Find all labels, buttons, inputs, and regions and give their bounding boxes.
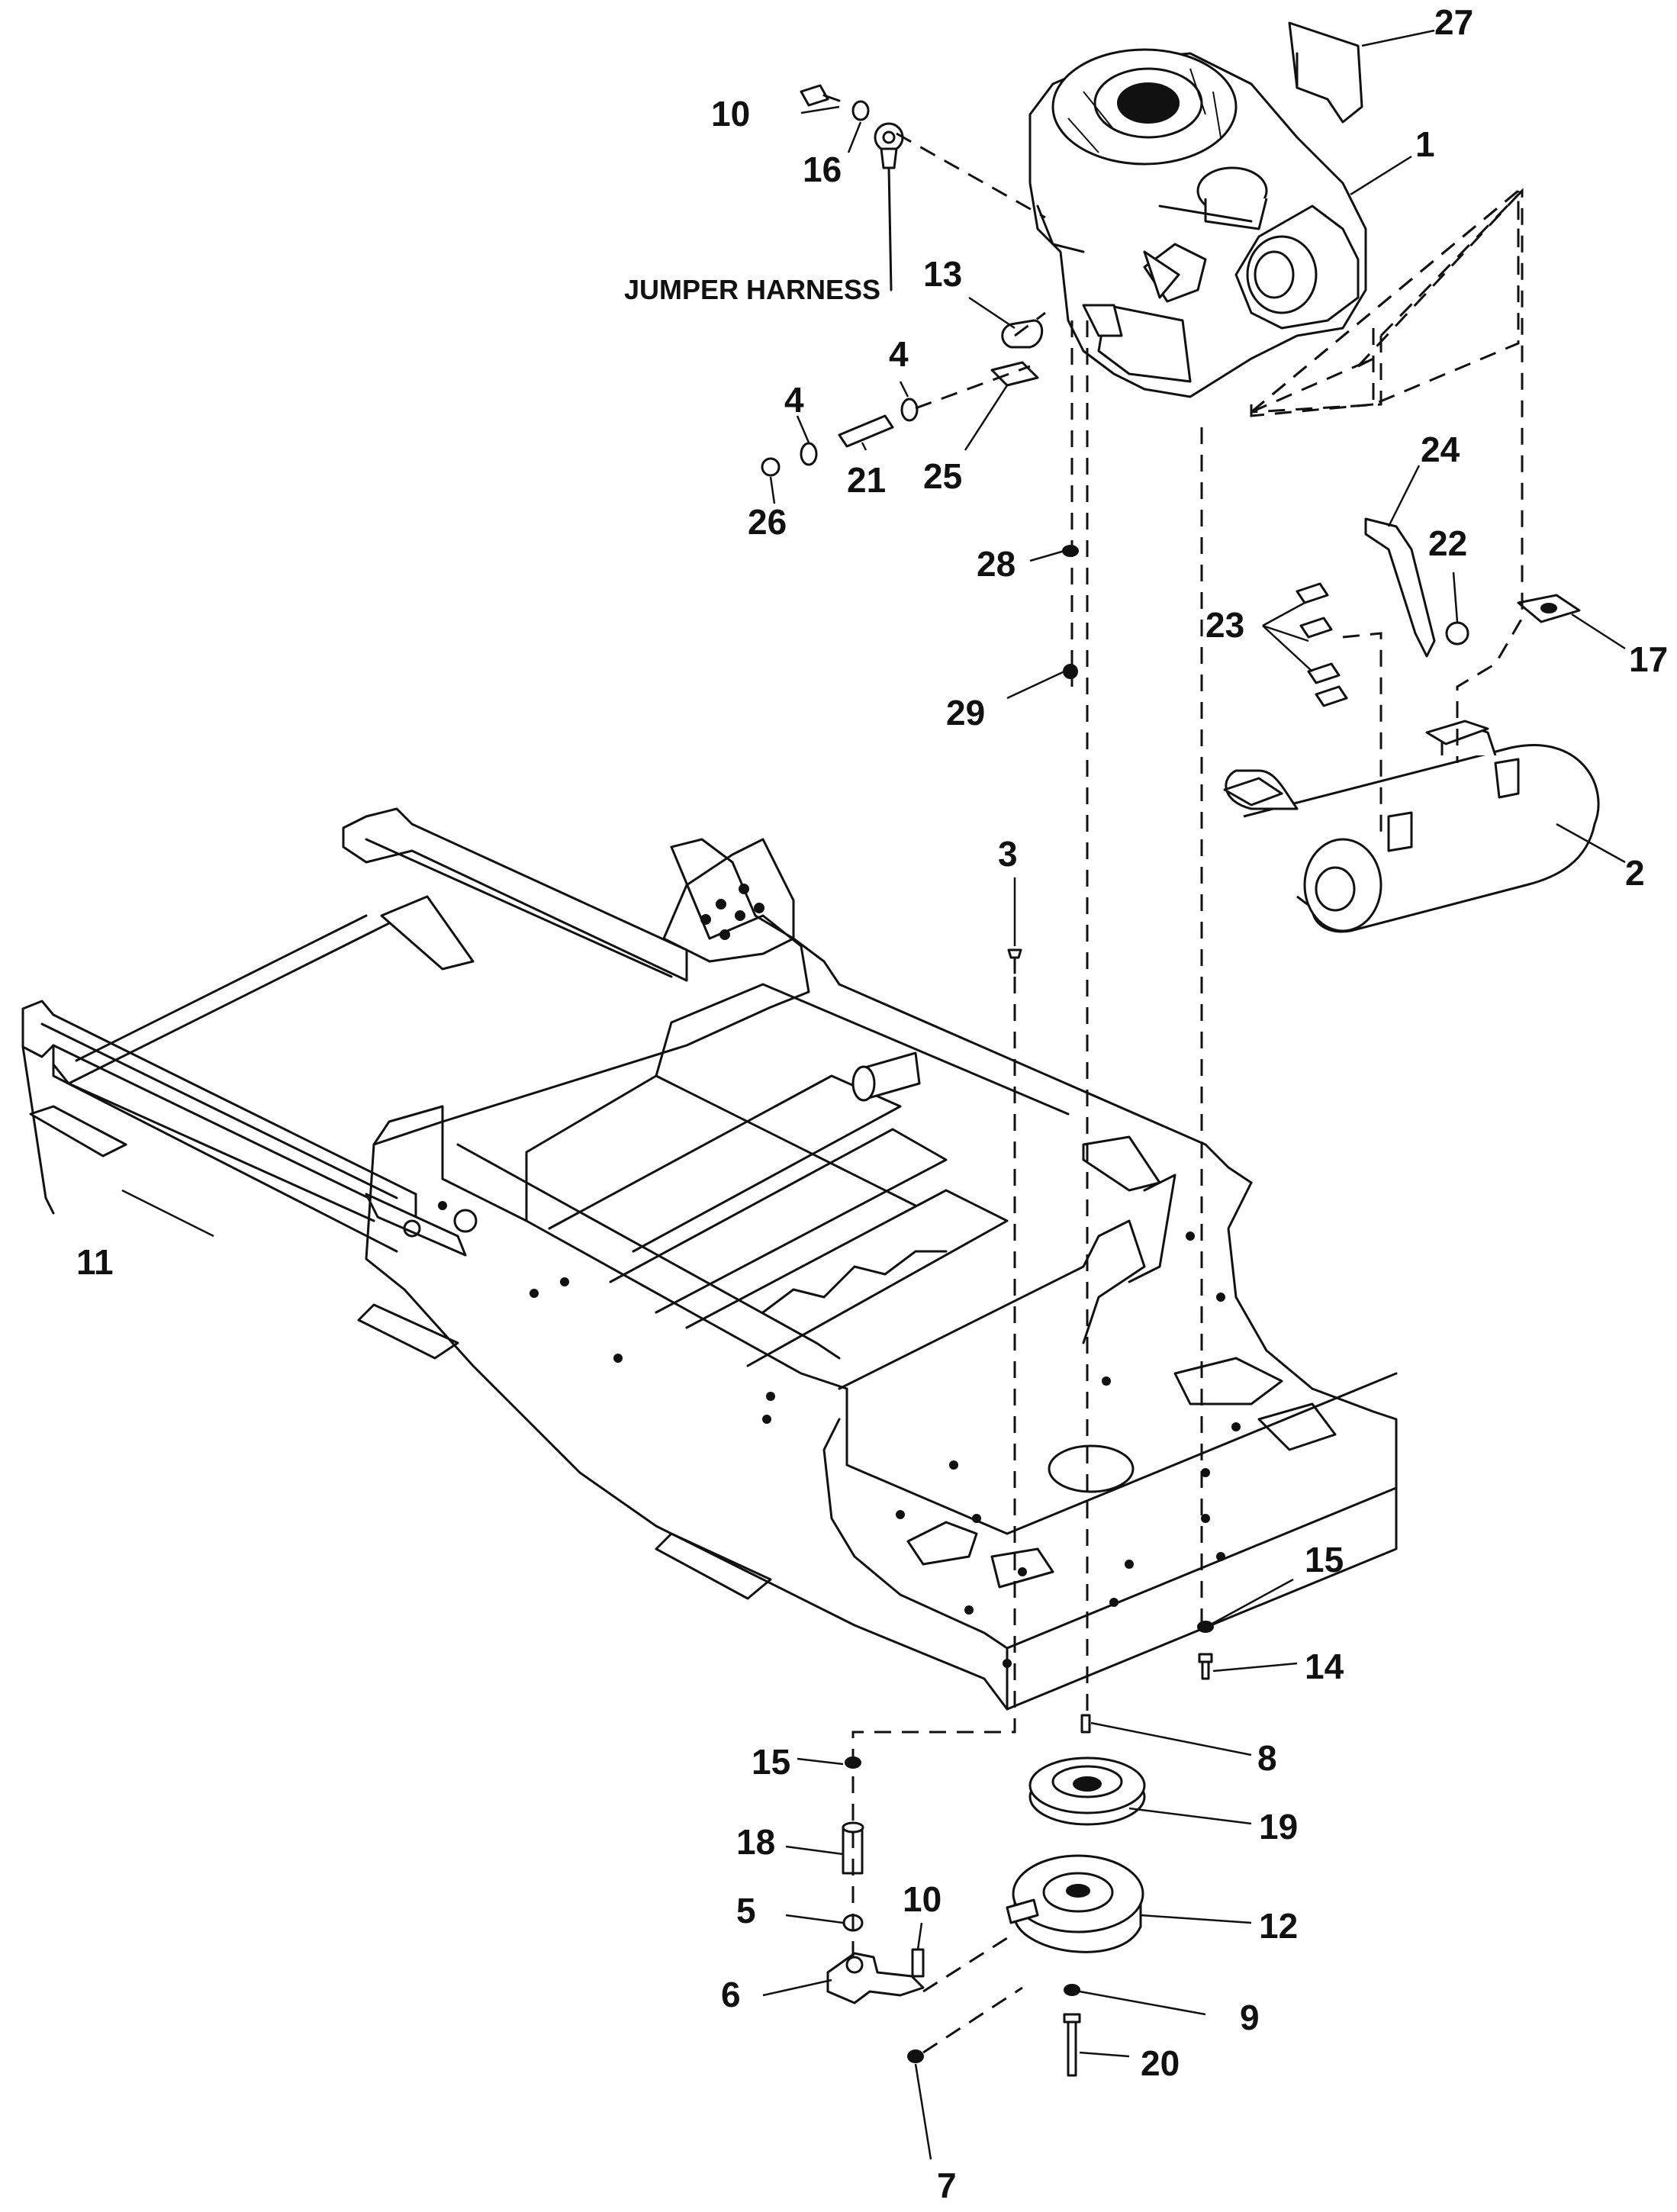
callout-22: 22 [1428, 523, 1467, 563]
callout-28: 28 [977, 544, 1016, 584]
callout-15b: 15 [752, 1742, 790, 1782]
callout-16: 16 [803, 150, 842, 189]
bolt-20 [1063, 2013, 1081, 2077]
washer-15-right [1197, 1621, 1214, 1633]
callout-3: 3 [998, 834, 1018, 874]
washer-4a [800, 442, 818, 466]
engine [1028, 48, 1367, 398]
callout-27: 27 [1434, 2, 1473, 42]
callout-8: 8 [1257, 1738, 1277, 1778]
callout-10b: 10 [903, 1879, 942, 1919]
callout-13: 13 [923, 254, 962, 294]
callout-23: 23 [1205, 605, 1244, 645]
bolt-14 [1198, 1653, 1213, 1680]
gasket-17 [1517, 594, 1581, 623]
mower-frame [21, 807, 1398, 1711]
bolts-23 [1296, 582, 1348, 707]
jumper-harness-label: JUMPER HARNESS [624, 274, 880, 305]
assembly-lines [851, 132, 1524, 2054]
callout-12: 12 [1259, 1906, 1298, 1946]
callout-5: 5 [736, 1891, 756, 1930]
muffler [1223, 720, 1600, 933]
bracket-24 [1364, 517, 1436, 658]
leader-lines [121, 29, 1626, 2160]
washer-9 [1064, 1984, 1080, 1996]
clutch-12 [1006, 1854, 1144, 1953]
callout-19: 19 [1259, 1807, 1298, 1847]
callout-11: 11 [76, 1242, 114, 1282]
callout-20: 20 [1141, 2043, 1180, 2083]
callout-21: 21 [847, 460, 886, 500]
shield-27 [1288, 21, 1363, 124]
callout-26: 26 [748, 502, 787, 542]
callout-7: 7 [937, 2165, 957, 2205]
nut-29 [1063, 664, 1078, 679]
ring-terminal [874, 122, 904, 291]
callout-9: 9 [1240, 1998, 1260, 2037]
fitting-25 [990, 361, 1039, 387]
callout-29: 29 [946, 693, 985, 733]
bolt-10-bottom [911, 1948, 925, 1978]
callout-25: 25 [923, 456, 962, 496]
hose-21 [838, 414, 894, 448]
callout-6: 6 [721, 1975, 741, 2014]
bracket-6 [826, 1952, 925, 2004]
callout-17: 17 [1629, 639, 1668, 679]
callout-18: 18 [736, 1822, 775, 1862]
callout-15a: 15 [1305, 1540, 1344, 1579]
callout-14: 14 [1305, 1647, 1344, 1686]
key-8 [1080, 1714, 1091, 1734]
callout-2: 2 [1625, 853, 1645, 893]
pulley-19 [1028, 1756, 1146, 1826]
bolt-10-top [800, 84, 841, 107]
callout-10a: 10 [711, 94, 750, 134]
washer-28 [1062, 545, 1079, 557]
nut-7 [907, 2049, 924, 2063]
callout-4b: 4 [889, 334, 909, 374]
washer-16 [851, 100, 870, 121]
callout-24: 24 [1421, 430, 1460, 469]
callout-labels: 1 2 3 4 4 5 6 7 8 9 10 10 11 12 13 14 15… [76, 2, 1668, 2205]
callout-4a: 4 [784, 380, 804, 420]
washer-4b [900, 398, 919, 422]
nut-22 [1445, 621, 1469, 646]
bolt-3 [1007, 948, 1022, 974]
spacer-18 [842, 1821, 864, 1875]
callout-1: 1 [1415, 124, 1435, 164]
cap-26 [761, 457, 781, 477]
